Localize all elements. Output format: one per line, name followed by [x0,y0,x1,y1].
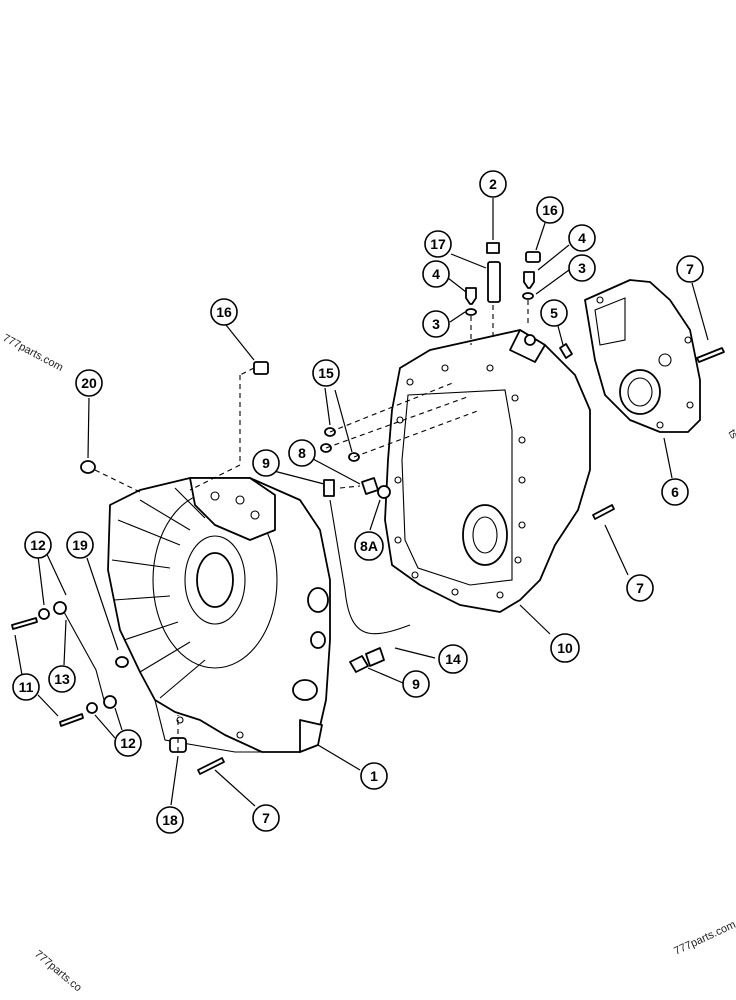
callout-7-right: 7 [626,574,654,602]
callout-8a: 8A [354,531,384,561]
housing-part-10 [384,329,591,613]
svg-text:7: 7 [262,810,270,826]
callout-1: 1 [360,762,388,790]
callout-15: 15 [312,359,340,387]
svg-text:7: 7 [686,261,694,277]
svg-text:1: 1 [370,768,378,784]
svg-text:18: 18 [162,812,178,828]
callout-16-top: 16 [536,196,564,224]
svg-text:4: 4 [432,266,440,282]
svg-text:12: 12 [30,537,46,553]
watermark-top-left: 777parts.com [1,332,65,374]
callout-2: 2 [479,170,507,198]
watermark-bottom-left: 777parts.co [32,948,84,994]
callout-3-right: 3 [568,254,596,282]
callout-14: 14 [438,644,468,674]
svg-text:8: 8 [298,445,306,461]
callout-3-left: 3 [422,310,450,338]
callout-9-top: 9 [252,449,280,477]
callout-12-top: 12 [24,531,52,559]
callout-8: 8 [288,439,316,467]
hardware-parts [11,242,725,775]
callout-17: 17 [424,230,452,258]
svg-text:19: 19 [72,537,88,553]
svg-text:20: 20 [81,375,97,391]
housing-part-1 [107,477,331,753]
callout-6: 6 [661,478,689,506]
svg-text:3: 3 [578,260,586,276]
svg-text:16: 16 [216,304,232,320]
assembly-lines [94,300,529,752]
callout-4-right: 4 [568,224,596,252]
svg-text:4: 4 [578,230,586,246]
svg-text:15: 15 [318,365,334,381]
cover-plate-part-6 [584,279,701,433]
callout-7-cover: 7 [676,255,704,283]
svg-text:8A: 8A [360,538,378,554]
svg-text:11: 11 [19,679,34,695]
watermark-bottom-right: 777parts.com [672,919,736,958]
callout-5: 5 [540,299,568,327]
callout-12-bottom: 12 [114,729,142,757]
callout-7-bottom: 7 [252,804,280,832]
svg-text:3: 3 [432,316,440,332]
svg-text:5: 5 [550,305,558,321]
svg-text:2: 2 [489,176,497,192]
svg-text:6: 6 [671,484,679,500]
svg-text:9: 9 [412,676,420,692]
watermark-right-edge: ts [725,428,736,442]
svg-text:9: 9 [262,455,270,471]
svg-text:13: 13 [54,671,70,687]
svg-text:17: 17 [430,236,446,252]
callout-19: 19 [66,531,94,559]
svg-text:7: 7 [636,580,644,596]
callout-10: 10 [550,633,580,663]
leader-lines [14,198,709,807]
callout-9-bottom: 9 [402,670,430,698]
svg-text:10: 10 [557,640,573,656]
callout-18: 18 [156,806,184,834]
callout-11: 11 [12,673,40,701]
svg-text:16: 16 [542,202,558,218]
svg-text:12: 12 [120,735,136,751]
callout-20: 20 [75,369,103,397]
callout-16-left: 16 [210,298,238,326]
svg-text:14: 14 [445,651,461,667]
callout-4-left: 4 [422,260,450,288]
callout-13: 13 [48,665,76,693]
